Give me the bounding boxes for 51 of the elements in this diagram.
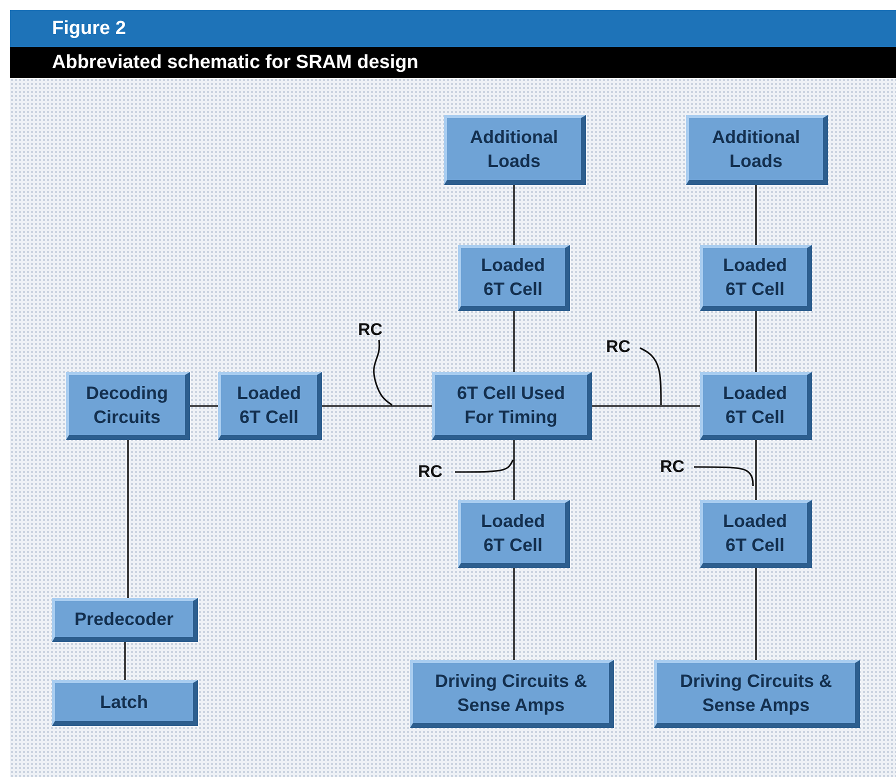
- wire: [513, 440, 515, 500]
- wire: [127, 440, 129, 598]
- block-box: [700, 372, 812, 440]
- block-box: [654, 660, 860, 728]
- block-box: [444, 115, 586, 185]
- block-box: [700, 500, 812, 568]
- block-box: [700, 245, 812, 311]
- wire: [755, 185, 757, 245]
- rc-label: RC: [606, 337, 631, 357]
- block-box: [458, 500, 570, 568]
- leader-line: [455, 460, 514, 473]
- block-box: [432, 372, 592, 440]
- wire: [513, 185, 515, 245]
- block-label: Loaded 6T Cell: [722, 254, 788, 301]
- leader-line: [373, 340, 392, 406]
- figure-label: Figure 2: [10, 10, 896, 47]
- block-label: Loaded 6T Cell: [722, 510, 788, 557]
- block-box: [686, 115, 828, 185]
- rc-label: RC: [418, 462, 443, 482]
- wire: [755, 311, 757, 372]
- block-label: Predecoder: [74, 608, 174, 631]
- block-box: [52, 598, 198, 642]
- block-label: Loaded 6T Cell: [480, 510, 546, 557]
- block-label: Loaded 6T Cell: [237, 382, 302, 429]
- wire: [755, 568, 757, 660]
- block-label: Loaded 6T Cell: [480, 254, 546, 301]
- block-box: [458, 245, 570, 311]
- block-label: Loaded 6T Cell: [722, 382, 788, 429]
- block-label: 6T Cell Used For Timing: [456, 382, 566, 429]
- wire: [190, 405, 218, 407]
- wire: [513, 311, 515, 372]
- block-label: Driving Circuits & Sense Amps: [678, 670, 834, 717]
- block-label: Decoding Circuits: [84, 382, 169, 429]
- wire: [755, 440, 757, 500]
- wire: [592, 405, 700, 407]
- block-label: Driving Circuits & Sense Amps: [434, 670, 588, 717]
- leader-line: [694, 466, 754, 486]
- wire: [124, 642, 126, 680]
- rc-label: RC: [358, 320, 383, 340]
- wire: [513, 568, 515, 660]
- wire: [322, 405, 432, 407]
- block-box: [410, 660, 614, 728]
- block-box: [52, 680, 198, 726]
- block-box: [66, 372, 190, 440]
- title-bar: Abbreviated schematic for SRAM design: [10, 47, 896, 78]
- block-label: Additional Loads: [711, 126, 801, 173]
- block-label: Additional Loads: [469, 126, 559, 173]
- block-box: [218, 372, 322, 440]
- rc-label: RC: [660, 457, 685, 477]
- block-label: Latch: [100, 691, 148, 714]
- leader-line: [640, 347, 662, 405]
